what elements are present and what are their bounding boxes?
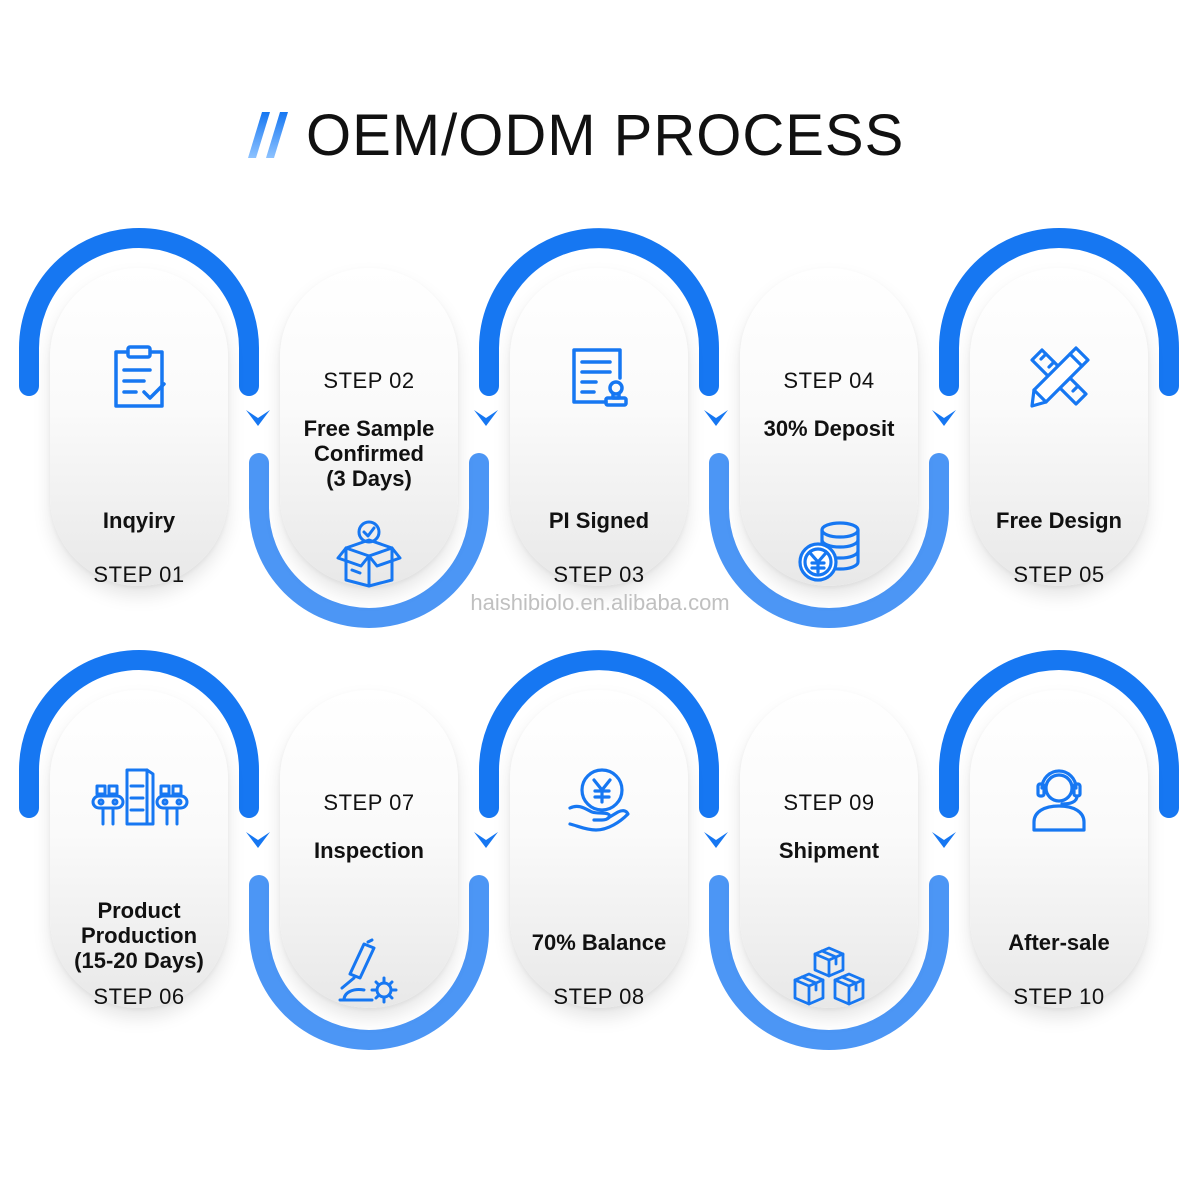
title-text: OEM/ODM PROCESS: [306, 102, 905, 168]
step-number: STEP 08: [553, 984, 645, 1009]
step-name: 70% Balance: [531, 930, 667, 955]
step-card-07: STEP 07 Inspection: [280, 690, 458, 1008]
step-name: Shipment: [778, 838, 880, 863]
step-card-01: Inqyiry STEP 01: [50, 268, 228, 587]
step-name-line-2: Confirmed: [314, 441, 424, 466]
step-name: After-sale: [1008, 930, 1110, 955]
process-row-2: Product Production (15-20 Days) STEP 06 …: [0, 640, 1200, 1080]
step-card-08: 70% Balance STEP 08: [510, 690, 688, 1009]
step-number: STEP 04: [783, 368, 875, 393]
step-card-09: STEP 09 Shipment: [740, 690, 918, 1008]
row-2-connectors: [19, 650, 1179, 1050]
step-name: Free Design: [996, 508, 1122, 533]
step-name-line-1: Product: [97, 898, 181, 923]
microscope-gear-icon: [338, 938, 398, 1004]
step-number: STEP 06: [93, 984, 185, 1009]
step-card-03: PI Signed STEP 03: [510, 268, 688, 587]
step-name-line-3: (3 Days): [326, 466, 412, 491]
step-name: Inspection: [313, 838, 424, 863]
document-stamp-icon: [572, 348, 628, 407]
step-card-10: After-sale STEP 10: [970, 690, 1148, 1009]
process-row-1: Inqyiry STEP 01 STEP 02 Free Sample Conf…: [0, 218, 1200, 658]
boxes-icon: [793, 946, 865, 1006]
step-number: STEP 07: [323, 790, 415, 815]
step-number: STEP 09: [783, 790, 875, 815]
headset-agent-icon: [1032, 769, 1086, 832]
coins-yen-icon: [798, 521, 860, 582]
step-card-02: STEP 02 Free Sample Confirmed (3 Days): [280, 268, 458, 588]
step-card-05: Free Design STEP 05: [970, 268, 1148, 587]
step-number: STEP 01: [93, 562, 185, 587]
row-1-connectors: [19, 228, 1179, 628]
package-check-icon: [336, 520, 402, 588]
step-number: STEP 05: [1013, 562, 1105, 587]
hand-yen-coin-icon: [568, 768, 630, 832]
step-number: STEP 02: [323, 368, 415, 393]
double-slash-icon: [248, 112, 288, 158]
step-card-04: STEP 04 30% Deposit: [740, 268, 918, 586]
step-number: STEP 10: [1013, 984, 1105, 1009]
step-name: Inqyiry: [102, 508, 176, 533]
step-name: 30% Deposit: [763, 416, 895, 441]
factory-line-icon: [91, 768, 189, 826]
step-number: STEP 03: [553, 562, 645, 587]
watermark-text: haishibiolo.en.alibaba.com: [470, 590, 730, 615]
step-name-line-3: (15-20 Days): [74, 948, 204, 973]
step-card-06: Product Production (15-20 Days) STEP 06: [50, 690, 228, 1009]
pencil-ruler-icon: [1030, 346, 1090, 408]
step-name: PI Signed: [548, 508, 650, 533]
clipboard-check-icon: [114, 345, 166, 408]
page-title: OEM/ODM PROCESS: [248, 100, 904, 170]
step-name-line-1: Free Sample: [303, 416, 435, 441]
step-name-line-2: Production: [80, 923, 198, 948]
